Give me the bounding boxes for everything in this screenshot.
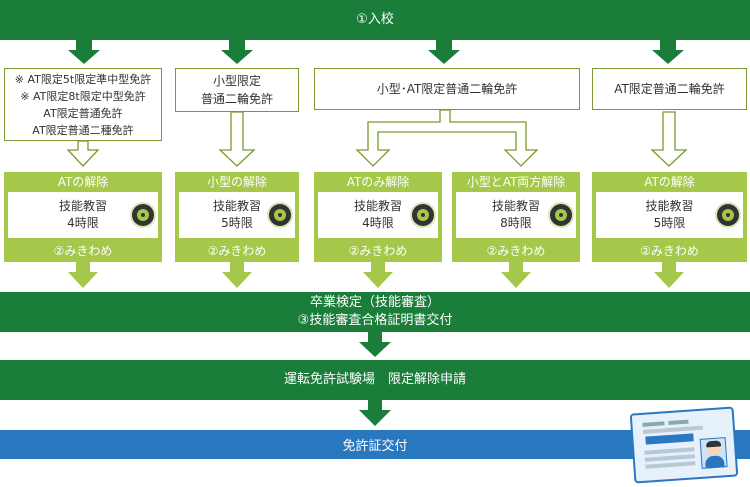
steering-wheel-icon — [717, 204, 739, 226]
entry-line: 小型限定 — [212, 74, 261, 88]
card-hours: 5時限 — [221, 216, 253, 230]
card-body: 技能教習 5時限 — [179, 192, 295, 238]
entry-box-1: ※ AT限定5t限定準中型免許 ※ AT限定8t限定中型免許 AT限定普通免許 … — [4, 68, 162, 141]
card-lesson: 技能教習 — [353, 199, 402, 213]
steering-wheel-icon — [550, 204, 572, 226]
arrow-down-icon — [359, 332, 391, 357]
arrow-down-icon — [501, 262, 531, 288]
entry-box-2: 小型限定 普通二輪免許 — [175, 68, 299, 112]
arrow-down-outline-icon — [218, 111, 256, 167]
arrow-down-outline-icon — [66, 140, 100, 167]
card-title: 小型の解除 — [206, 175, 267, 189]
card-footer: ②みきわめ — [640, 244, 699, 258]
top-arrows — [68, 40, 684, 64]
steering-wheel-icon — [132, 204, 154, 226]
card-at-release: ATの解除 技能教習 4時限 ②みきわめ — [4, 172, 162, 262]
card-title: ATのみ解除 — [346, 175, 410, 189]
card-hours: 4時限 — [362, 216, 394, 230]
card-title: ATの解除 — [57, 175, 109, 189]
entry-box-3: 小型･AT限定普通二輪免許 — [314, 68, 580, 110]
entry-line: AT限定普通免許 — [43, 106, 123, 120]
entry-line: ※ AT限定8t限定中型免許 — [20, 89, 146, 103]
card-at-only-release: ATのみ解除 技能教習 4時限 ②みきわめ — [314, 172, 442, 262]
card-lesson: 技能教習 — [491, 199, 540, 213]
enrollment-bar: ①入校 — [0, 0, 750, 40]
entry-line: AT限定普通二輪免許 — [614, 82, 725, 96]
card-both-release: 小型とAT両方解除 技能教習 8時限 ②みきわめ — [452, 172, 580, 262]
license-issue-bar: 免許証交付 — [0, 430, 750, 459]
license-issue-label: 免許証交付 — [342, 439, 408, 454]
card-lesson: 技能教習 — [58, 199, 107, 213]
exam-arrow — [359, 332, 391, 357]
arrow-down-icon — [363, 262, 393, 288]
graduation-exam-bar: 卒業検定（技能審査） ③技能審査合格証明書交付 — [0, 292, 750, 332]
entry-line: ※ AT限定5t限定準中型免許 — [14, 72, 152, 86]
test-center-arrow — [359, 400, 391, 426]
entry-line: AT限定普通二種免許 — [32, 123, 134, 137]
arrow-split-outline-icon — [355, 110, 539, 167]
card-hours: 5時限 — [653, 216, 686, 230]
steering-wheel-icon — [412, 204, 434, 226]
card-footer: ②みきわめ — [207, 244, 267, 258]
arrow-down-icon — [68, 40, 100, 64]
arrow-down-icon — [428, 40, 460, 64]
card-footer: ②みきわめ — [53, 244, 113, 258]
card-footer: ②みきわめ — [486, 244, 546, 258]
arrow-down-icon — [221, 40, 253, 64]
arrow-down-outline-icon — [650, 111, 688, 167]
card-title: ATの解除 — [644, 175, 695, 189]
arrow-down-icon — [652, 40, 684, 64]
card-footer: ②みきわめ — [348, 244, 408, 258]
card-arrows — [68, 262, 684, 288]
test-center-bar: 運転免許試験場 限定解除申請 — [0, 360, 750, 400]
arrow-down-icon — [222, 262, 252, 288]
card-at-release-2: ATの解除 技能教習 5時限 ②みきわめ — [592, 172, 747, 262]
steering-wheel-icon — [269, 204, 291, 226]
arrow-down-icon — [654, 262, 684, 288]
card-lesson: 技能教習 — [645, 199, 694, 213]
exam-line-1: 卒業検定（技能審査） — [309, 295, 440, 310]
entry-box-4: AT限定普通二輪免許 — [592, 68, 747, 110]
card-lesson: 技能教習 — [212, 199, 261, 213]
card-small-release: 小型の解除 技能教習 5時限 ②みきわめ — [175, 172, 299, 262]
card-hours: 8時限 — [500, 216, 532, 230]
arrow-down-icon — [68, 262, 98, 288]
test-center-label: 運転免許試験場 限定解除申請 — [283, 372, 466, 387]
license-card-icon — [629, 406, 739, 484]
outline-arrows — [66, 110, 688, 167]
arrow-down-icon — [359, 400, 391, 426]
card-hours: 4時限 — [67, 216, 99, 230]
enrollment-label: ①入校 — [356, 12, 394, 27]
entry-line: 小型･AT限定普通二輪免許 — [376, 82, 518, 96]
card-title: 小型とAT両方解除 — [466, 175, 566, 189]
entry-line: 普通二輪免許 — [200, 92, 273, 106]
exam-line-2: ③技能審査合格証明書交付 — [297, 313, 453, 328]
